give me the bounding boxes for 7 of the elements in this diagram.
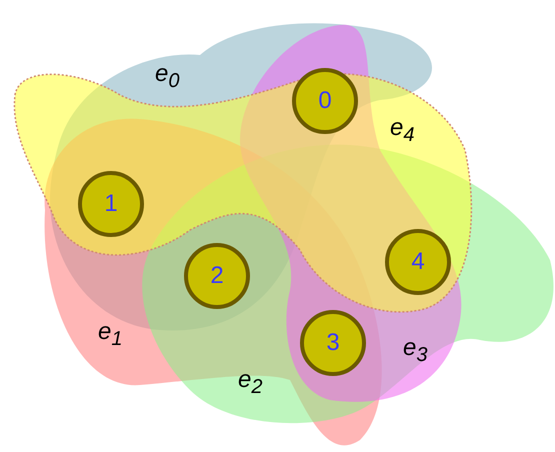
hyperedge-label: e$_{3}$ bbox=[403, 336, 428, 365]
hyperedge-label: e$_{2}$ bbox=[238, 368, 262, 397]
hyperedge-label: e$_{4}$ bbox=[390, 116, 414, 145]
hyperedge-label: e$_{0}$ bbox=[155, 62, 180, 91]
vertex-circle: 4 bbox=[385, 229, 451, 295]
vertex-circle: 3 bbox=[300, 310, 366, 376]
hyperedge-label: e$_{1}$ bbox=[98, 320, 122, 349]
